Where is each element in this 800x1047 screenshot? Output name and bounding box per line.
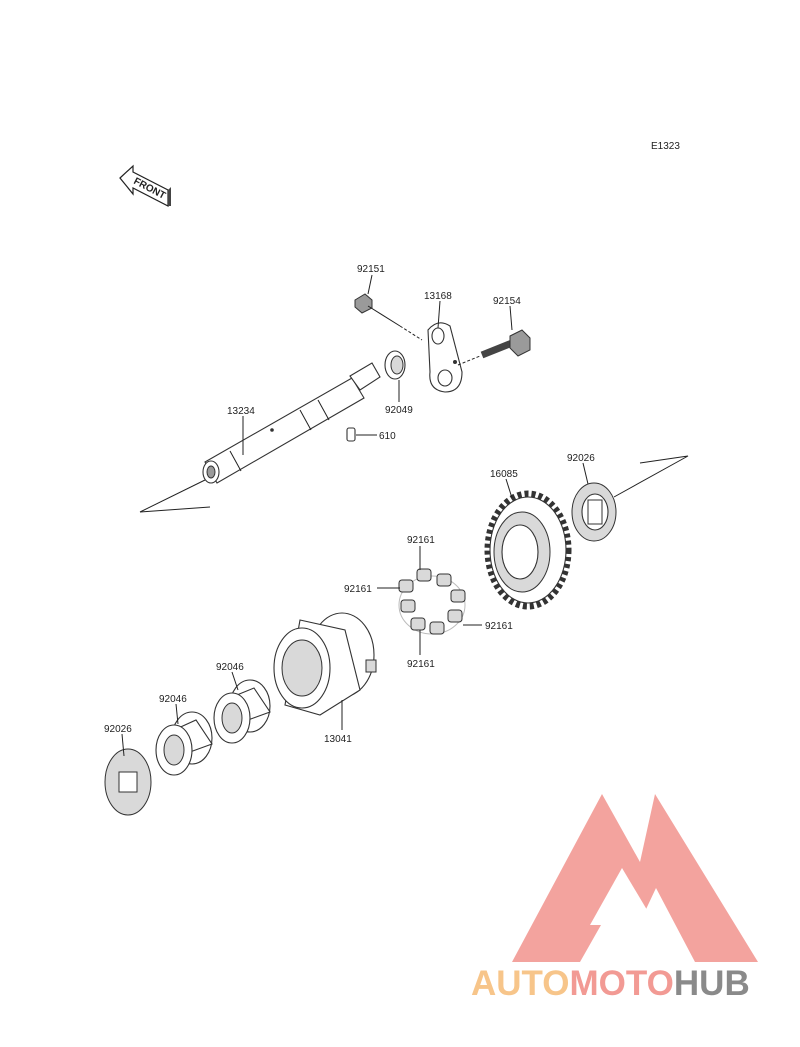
seal-92049 (384, 350, 406, 380)
washer-92026-bottom (104, 748, 152, 816)
bolt-92154 (457, 329, 531, 366)
watermark-logo (512, 794, 758, 962)
part-label-92026-top: 92026 (567, 453, 595, 464)
gear-16085 (484, 490, 572, 610)
part-label-13234: 13234 (227, 406, 255, 417)
part-label-16085: 16085 (490, 469, 518, 480)
part-label-92026-bottom: 92026 (104, 724, 132, 735)
front-arrow-icon: FRONT (119, 164, 171, 207)
part-label-92046-upper: 92046 (216, 662, 244, 673)
pin-610 (346, 427, 356, 442)
part-label-92046-lower: 92046 (159, 694, 187, 705)
watermark-text: AUTOMOTOHUB (471, 964, 750, 1003)
bearing-92046-lower (155, 711, 213, 776)
lever-13168 (427, 322, 463, 393)
rollers-92161 (398, 568, 466, 635)
diagram-code: E1323 (651, 141, 680, 152)
part-label-92154: 92154 (493, 296, 521, 307)
watermark-brand-auto: AUTO (471, 964, 570, 1003)
watermark-brand-hub: HUB (674, 964, 750, 1003)
bearing-92046-upper (213, 679, 271, 744)
logo-inner-triangle-icon (590, 868, 656, 925)
bolt-92151 (354, 293, 423, 341)
part-label-92161-left: 92161 (344, 584, 372, 595)
part-label-92161-top: 92161 (407, 535, 435, 546)
part-label-13168: 13168 (424, 291, 452, 302)
part-label-610: 610 (379, 431, 396, 442)
washer-92026-top (571, 482, 617, 542)
watermark-brand-moto: MOTO (570, 964, 674, 1003)
part-label-92151: 92151 (357, 264, 385, 275)
part-label-13041: 13041 (324, 734, 352, 745)
logo-triangle-icon (512, 794, 758, 962)
shaft-13234 (202, 362, 381, 484)
clutch-13041 (273, 612, 377, 716)
part-label-92161-bottom: 92161 (407, 659, 435, 670)
part-label-92049: 92049 (385, 405, 413, 416)
part-label-92161-right: 92161 (485, 621, 513, 632)
